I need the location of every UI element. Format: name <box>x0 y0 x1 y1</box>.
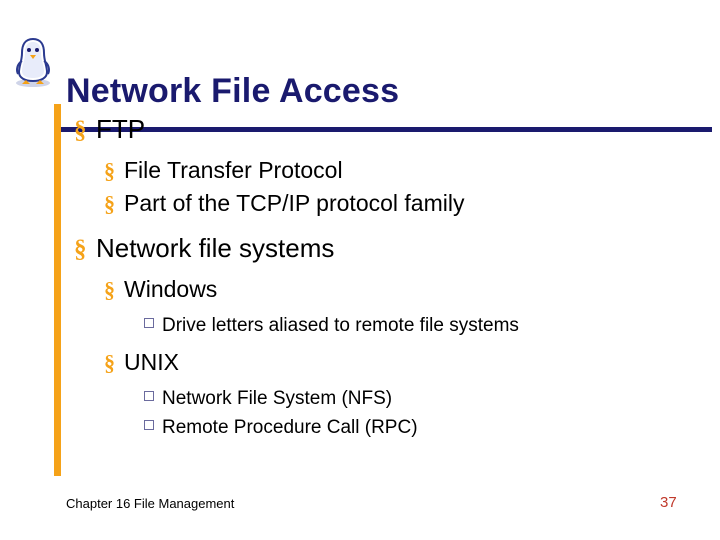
open-square-icon <box>144 316 162 332</box>
section-sign-icon: § <box>104 190 115 216</box>
section-sign-icon: § <box>74 235 87 263</box>
bullet-item: Drive letters aliased to remote file sys… <box>144 315 706 337</box>
bullet-text: FTP <box>96 114 146 144</box>
bullet-text: Part of the TCP/IP protocol family <box>124 189 465 216</box>
bullet-text: Drive letters aliased to remote file sys… <box>162 314 519 336</box>
bullet-text: Network File System (NFS) <box>162 388 393 410</box>
title-area: Network File Access <box>0 28 720 132</box>
section-sign-icon: § <box>74 117 87 144</box>
penguin-mascot-icon <box>10 33 56 89</box>
open-square-icon <box>144 389 162 405</box>
bullet-item: § Part of the TCP/IP protocol family <box>104 190 706 217</box>
section-sign-icon: § <box>104 350 115 376</box>
bullet-item: § FTP <box>74 114 706 145</box>
page-title: Network File Access <box>66 72 400 110</box>
header-divider <box>54 127 712 132</box>
bullet-item: § Windows <box>104 276 706 303</box>
section-sign-icon: § <box>104 157 115 183</box>
bullet-item: Remote Procedure Call (RPC) <box>144 417 706 439</box>
bullet-text: UNIX <box>124 349 179 376</box>
footer-chapter-label: Chapter 16 File Management <box>66 496 235 511</box>
bullet-item: § Network file systems <box>74 233 706 264</box>
bullet-text: File Transfer Protocol <box>124 156 343 183</box>
accent-bar <box>54 104 61 476</box>
bullet-item: Network File System (NFS) <box>144 388 706 410</box>
bullet-item: § UNIX <box>104 349 706 376</box>
section-sign-icon: § <box>104 276 115 302</box>
bullet-item: § File Transfer Protocol <box>104 157 706 184</box>
open-square-icon <box>144 418 162 434</box>
bullet-text: Remote Procedure Call (RPC) <box>162 416 418 438</box>
bullet-text: Network file systems <box>96 232 335 263</box>
slide-number: 37 <box>660 494 677 511</box>
slide-body: § FTP § File Transfer Protocol § Part of… <box>66 112 706 439</box>
bullet-text: Windows <box>124 275 218 302</box>
